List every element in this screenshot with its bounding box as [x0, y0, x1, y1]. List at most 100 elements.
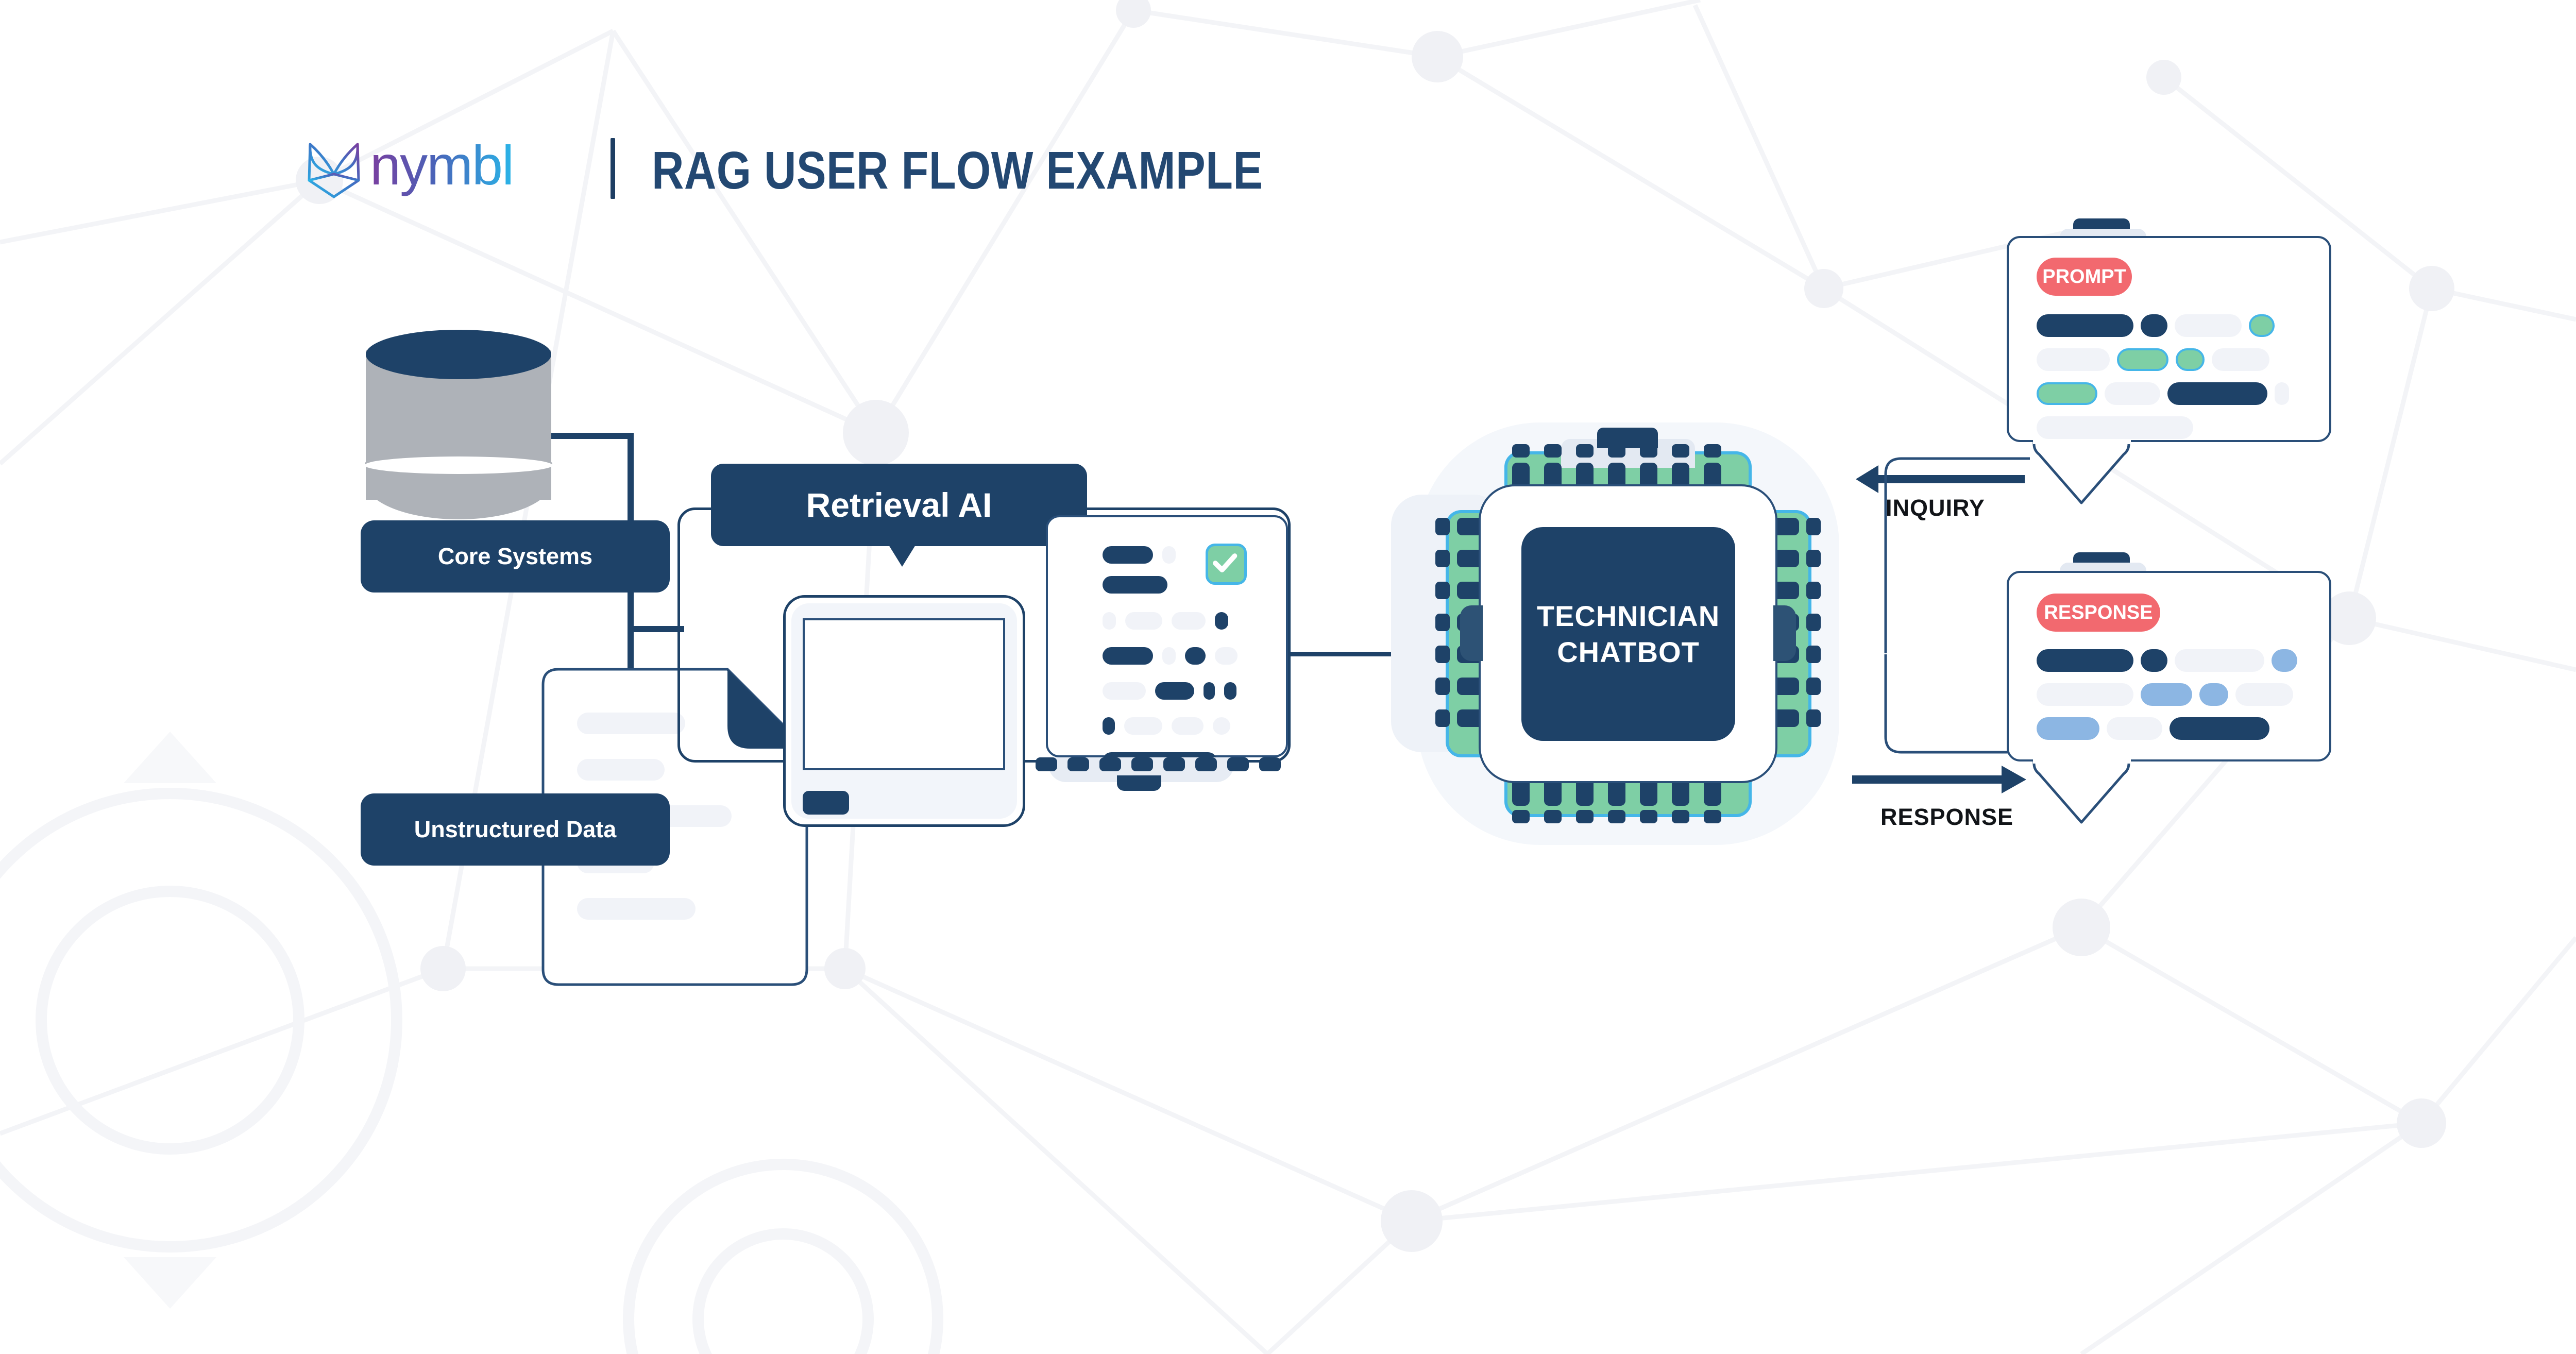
chip-pin-cap-left	[1435, 678, 1450, 695]
page-title: RAG USER FLOW EXAMPLE	[652, 141, 1263, 200]
response-row-pill	[2235, 683, 2293, 706]
response-row-pill	[2141, 649, 2167, 672]
panel-dash	[1227, 757, 1249, 771]
nymbl-wordmark: nymbl	[370, 138, 514, 196]
prompt-row-pill	[2275, 382, 2289, 405]
chip-pin-cap-top	[1544, 444, 1562, 458]
chip-pin-cap-top	[1608, 444, 1625, 458]
chip-pin-cap-top	[1576, 444, 1594, 458]
prompt-row-pill	[2037, 314, 2133, 337]
panel-dash	[1099, 757, 1121, 771]
header-divider	[611, 138, 615, 199]
response-row-pill	[2107, 717, 2162, 740]
panel-row-pill	[1124, 717, 1162, 735]
arrow-left-icon	[1856, 465, 2025, 493]
panel-row-pill	[1103, 717, 1115, 735]
svg-text:nymbl: nymbl	[370, 138, 513, 196]
chip-pin-cap-right	[1806, 678, 1821, 695]
core-systems-label-text: Core Systems	[437, 543, 593, 569]
panel-tab	[1117, 775, 1161, 791]
green-check-icon	[1206, 544, 1247, 585]
chip-right-tab	[1773, 605, 1796, 661]
gear-watermark	[0, 788, 943, 1354]
chip-pin-cap-bottom	[1672, 810, 1689, 823]
computer-monitor-icon	[783, 595, 1025, 827]
unstructured-data-label: Unstructured Data	[361, 793, 670, 866]
panel-dash	[1195, 757, 1217, 771]
monitor-button	[803, 791, 849, 815]
panel-row-pill	[1103, 682, 1146, 700]
panel-row-pill	[1162, 546, 1176, 564]
prompt-row-pill	[2176, 348, 2205, 371]
panel-row-pill	[1155, 682, 1194, 700]
retrieval-ai-label-text: Retrieval AI	[806, 486, 992, 524]
prompt-bubble-tail	[2032, 439, 2131, 504]
fox-origami-icon	[308, 143, 360, 198]
panel-row-pill	[1215, 647, 1238, 665]
connector-db-horizontal	[551, 433, 634, 439]
chip-pin-cap-bottom	[1512, 810, 1530, 823]
response-badge: RESPONSE	[2037, 594, 2160, 632]
panel-dash	[1036, 757, 1057, 771]
response-row-pill	[2037, 649, 2133, 672]
prompt-row-pill	[2105, 382, 2160, 405]
chip-pin-cap-left	[1435, 646, 1450, 663]
inquiry-label: INQUIRY	[1886, 495, 1985, 521]
panel-row-pill	[1103, 546, 1153, 564]
response-row-pill	[2141, 683, 2192, 706]
chip-pin-cap-top	[1704, 444, 1721, 458]
prompt-row-pill	[2037, 348, 2110, 371]
chip-pin-cap-right	[1806, 614, 1821, 631]
chip-pin-cap-bottom	[1544, 810, 1562, 823]
chip-pin-cap-right	[1806, 709, 1821, 727]
panel-row-pill	[1204, 682, 1215, 700]
prompt-row-pill	[2037, 416, 2193, 439]
chip-pin-cap-bottom	[1576, 810, 1594, 823]
panel-row-pill	[1172, 717, 1204, 735]
chip-pin-cap-right	[1806, 518, 1821, 535]
prompt-row-pill	[2175, 314, 2242, 337]
chip-left-tab	[1460, 605, 1483, 661]
connector-chatbot-to-bubbles	[1884, 457, 2030, 754]
panel-rows	[1103, 546, 1273, 770]
panel-row-pill	[1103, 576, 1167, 594]
core-systems-database-icon	[365, 330, 552, 519]
chip-pin-cap-right	[1806, 582, 1821, 599]
panel-dash	[1131, 757, 1153, 771]
chip-pin-cap-right	[1806, 550, 1821, 567]
chip-pin-cap-bottom	[1640, 810, 1657, 823]
chip-pin-cap-left	[1435, 582, 1450, 599]
connector-to-retrieval	[628, 626, 684, 632]
prompt-row-pill	[2037, 382, 2097, 405]
panel-row-pill	[1172, 612, 1206, 630]
panel-dash	[1259, 757, 1281, 771]
panel-row-pill	[1125, 612, 1162, 630]
response-label: RESPONSE	[1880, 804, 2014, 830]
panel-row-pill	[1103, 612, 1116, 630]
chip-pin-cap-left	[1435, 550, 1450, 567]
connector-panel-to-chatbot	[1288, 652, 1463, 656]
prompt-badge: PROMPT	[2037, 258, 2132, 296]
panel-row-pill	[1103, 647, 1153, 665]
core-systems-label: Core Systems	[361, 520, 670, 593]
response-bubble-tail	[2032, 758, 2131, 824]
arrow-right-icon	[1852, 766, 2026, 793]
chatbot-label-line2: CHATBOT	[1557, 635, 1700, 668]
chip-pin-cap-left	[1435, 614, 1450, 631]
panel-dash	[1067, 757, 1089, 771]
response-row-pill	[2037, 717, 2099, 740]
panel-row-pill	[1162, 647, 1176, 665]
response-row-pill	[2170, 717, 2269, 740]
response-badge-text: RESPONSE	[2044, 601, 2153, 623]
chatbot-core-label: TECHNICIAN CHATBOT	[1521, 527, 1735, 741]
chip-pin-cap-left	[1435, 518, 1450, 535]
panel-row-pill	[1185, 647, 1206, 665]
panel-dash-row	[1036, 757, 1293, 773]
chip-pin-cap-top	[1672, 444, 1689, 458]
retrieval-ai-label-tail	[889, 545, 916, 567]
panel-dash	[1163, 757, 1185, 771]
response-row-pill	[2175, 649, 2264, 672]
response-row-pill	[2272, 649, 2297, 672]
chip-pin-cap-top	[1512, 444, 1530, 458]
